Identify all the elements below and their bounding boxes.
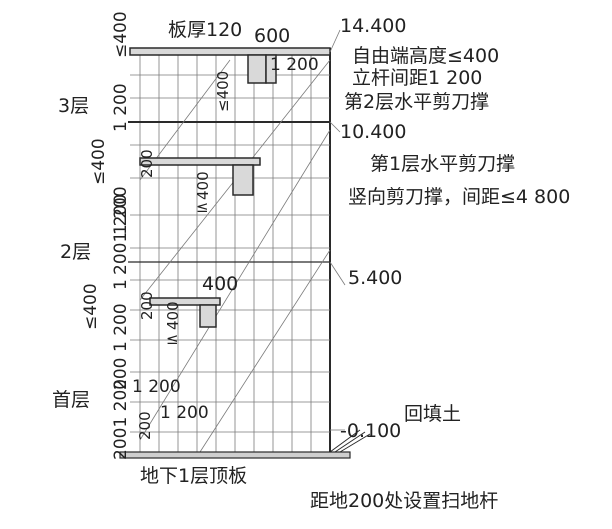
- left-dim-le400-top: ≤400: [111, 11, 131, 58]
- scaffold-vertical-poles: [139, 48, 331, 452]
- ground-backfill: [119, 429, 371, 459]
- inner-dim-200-mid: 200: [138, 149, 156, 178]
- annotation-leaders: [329, 29, 346, 431]
- level-1-horizontal-brace-note: 第1层水平剪刀撑: [370, 153, 515, 175]
- inner-dim-le400-top: ≤400: [214, 71, 232, 112]
- left-dim-2001-200: 2001 200: [111, 379, 131, 460]
- dim-400-low-label: 400: [202, 273, 238, 295]
- dim-600-label: 600: [254, 25, 290, 47]
- level-3-floor-slab: [139, 157, 261, 196]
- vertical-brace-note: 竖向剪刀撑，间距≤4 800: [348, 186, 570, 208]
- lower-dim-1200-a: 1 200: [132, 377, 181, 397]
- inner-dim-400-low: 400: [164, 301, 182, 330]
- left-dim-2001200: 2001 200: [111, 194, 131, 275]
- inner-dim-400-mid: 400: [194, 171, 212, 200]
- backfill-label: 回填土: [404, 403, 461, 425]
- left-dim-1200-c: 1 200: [111, 303, 131, 352]
- floor-3-label: 3层: [58, 95, 89, 117]
- left-dim-1200-a: 1 200: [111, 83, 131, 132]
- free-end-height-note: 自由端高度≤400: [352, 45, 499, 67]
- scaffold-horizontal-ledgers: [130, 74, 330, 433]
- level-2-horizontal-brace-note: 第2层水平剪刀撑: [344, 91, 489, 113]
- left-dim-1: 1: [111, 279, 131, 290]
- horizontal-scissor-brace-lines: [128, 121, 330, 263]
- left-dim-le400-low: ≤400: [81, 283, 101, 330]
- roof-slab: [129, 47, 331, 84]
- level-2-floor-slab: [149, 297, 221, 328]
- elevation-14400: 14.400: [340, 15, 406, 37]
- left-dim-le400-mid: ≤400: [89, 138, 109, 185]
- inner-dim-200-low: 200: [138, 291, 156, 320]
- lower-dim-200: 200: [136, 411, 154, 440]
- left-dim-1200-b: 1 200: [111, 186, 131, 235]
- left-dim-200-a: 200: [111, 358, 131, 390]
- lower-dim-1200-b: 1 200: [160, 403, 209, 423]
- slab-thickness-label: 板厚120: [168, 19, 242, 41]
- elevation-5400: 5.400: [348, 267, 402, 289]
- floor-1-label: 首层: [52, 389, 90, 411]
- basement-slab-label: 地下1层顶板: [140, 465, 247, 487]
- pole-spacing-note: 立杆间距1 200: [352, 67, 482, 89]
- sweep-pole-note: 距地200处设置扫地杆: [310, 490, 498, 512]
- elevation-minus-0100: -0.100: [340, 420, 401, 442]
- elevation-10400: 10.400: [340, 121, 406, 143]
- inner-dim-le-low: ≤: [166, 330, 179, 348]
- inner-dim-le-mid: ≤: [196, 198, 209, 216]
- floor-2-label: 2层: [60, 241, 91, 263]
- inner-dim-1200-top: 1 200: [270, 55, 319, 75]
